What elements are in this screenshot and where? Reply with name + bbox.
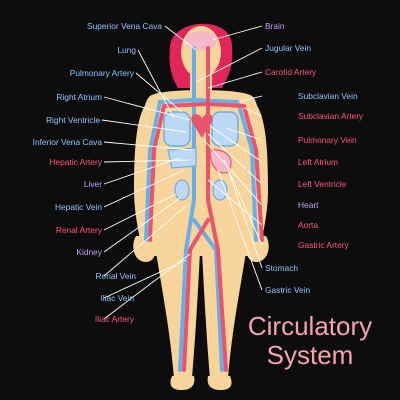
leader-lines [101, 25, 263, 320]
label-gastric-vein: Gastric Vein [265, 285, 311, 295]
label-iliac-artery: Iliac Artery [94, 314, 134, 324]
label-kidney: Kidney [76, 247, 102, 257]
left-lung [211, 111, 239, 147]
label-carotid-artery: Carotid Artery [265, 67, 317, 77]
label-jugular-vein: Jugular Vein [265, 43, 312, 53]
label-pulmonary-vein: Pulmonary Vein [298, 135, 357, 145]
label-left-ventricle: Left Ventricle [298, 179, 347, 189]
label-heart: Heart [298, 200, 319, 210]
label-aorta: Aorta [298, 220, 319, 230]
title-line-1: Circulatory [247, 311, 373, 341]
label-liver: Liver [83, 179, 102, 189]
hips [145, 218, 257, 256]
label-iliac-vein: Iliac Vein [100, 293, 134, 303]
stomach [209, 149, 232, 174]
title-line-2: System [266, 340, 354, 370]
label-subclavian-artery: Subclavian Artery [298, 111, 364, 121]
label-renal-artery: Renal Artery [55, 225, 102, 235]
heart [191, 114, 213, 138]
label-subclavian-vein: Subclavian Vein [298, 91, 358, 101]
label-hepatic-vein: Hepatic Vein [54, 202, 102, 212]
label-brain: Brain [265, 21, 285, 31]
label-gastric-artery: Gastric Artery [298, 240, 349, 250]
label-left-atrium: Left Atrium [298, 157, 339, 167]
label-superior-vena-cava: Superior Vena Cava [87, 21, 162, 31]
brain [185, 31, 217, 50]
label-hepatic-artery: Hepatic Artery [49, 157, 102, 167]
label-right-atrium: Right Atrium [56, 92, 102, 102]
label-right-ventricle: Right Ventricle [46, 115, 100, 125]
right-foot [207, 376, 232, 390]
label-inferior-vena-cava: Inferior Vena Cava [32, 137, 102, 147]
label-stomach: Stomach [265, 263, 299, 273]
diagram-title: Circulatory System [240, 312, 380, 370]
liver [167, 147, 197, 169]
label-lung: Lung [117, 45, 136, 55]
left-foot [170, 376, 195, 390]
label-renal-vein: Renal Vein [95, 271, 136, 281]
label-pulmonary-artery: Pulmonary Artery [69, 68, 134, 78]
right-kidney [174, 179, 190, 201]
